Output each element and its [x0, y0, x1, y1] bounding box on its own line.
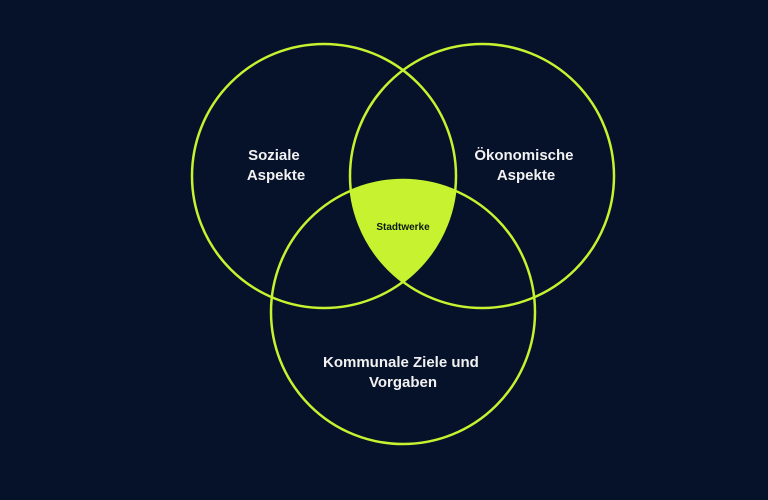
intersection-highlight: [350, 180, 456, 308]
intersection-region-group: [350, 180, 456, 308]
circle-soziale-aspekte: [190, 42, 458, 310]
label-stadtwerke: Stadtwerke: [376, 222, 430, 233]
label-oekonomische-aspekte: Ökonomische Aspekte: [474, 147, 577, 184]
circle-oekonomische-aspekte: [348, 42, 616, 310]
label-soziale-aspekte: Soziale Aspekte: [247, 147, 305, 184]
label-kommunale-ziele: Kommunale Ziele und Vorgaben: [323, 354, 483, 391]
circle-kommunale-ziele: [269, 178, 537, 446]
